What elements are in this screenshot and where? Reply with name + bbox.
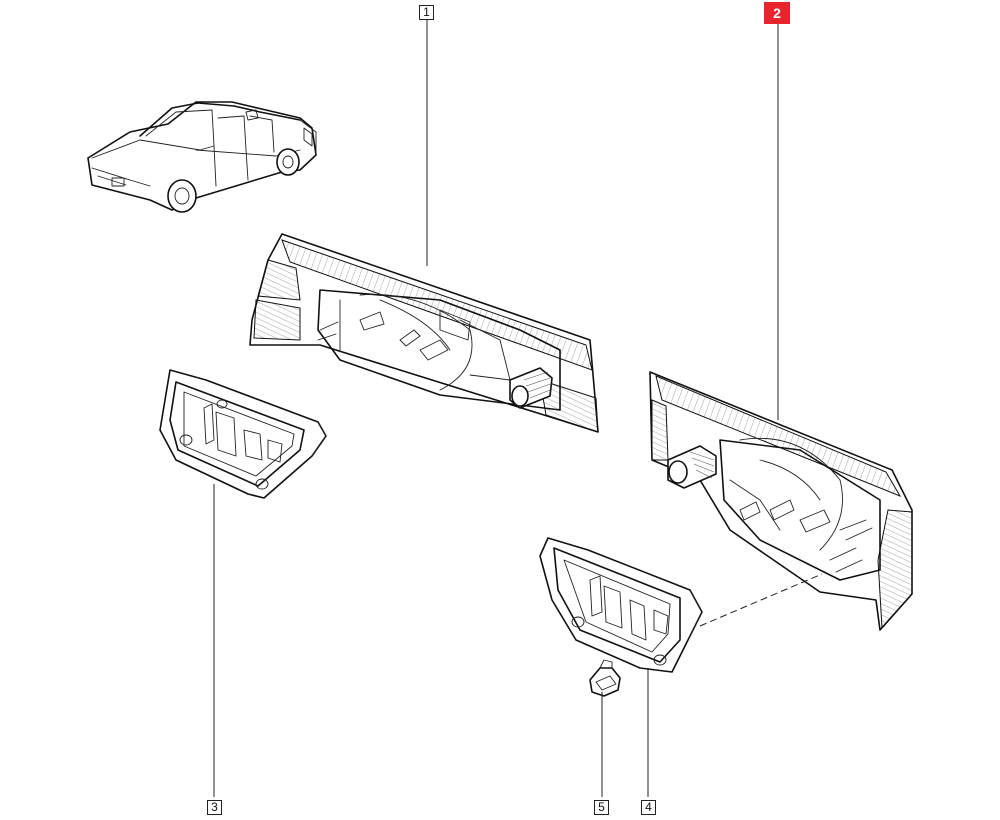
bulb-holder-right (539, 537, 703, 673)
fastener-nut (589, 659, 621, 697)
callout-4[interactable]: 4 (641, 800, 656, 815)
tail-lamp-right (649, 371, 913, 631)
car-illustration (87, 101, 317, 213)
callout-2[interactable]: 2 (764, 2, 790, 24)
callout-1[interactable]: 1 (419, 5, 434, 20)
bulb-holder-left (159, 369, 327, 499)
callout-3[interactable]: 3 (207, 800, 222, 815)
leader-lines (213, 20, 823, 797)
tail-lamp-left (249, 233, 599, 433)
callout-5[interactable]: 5 (594, 800, 609, 815)
